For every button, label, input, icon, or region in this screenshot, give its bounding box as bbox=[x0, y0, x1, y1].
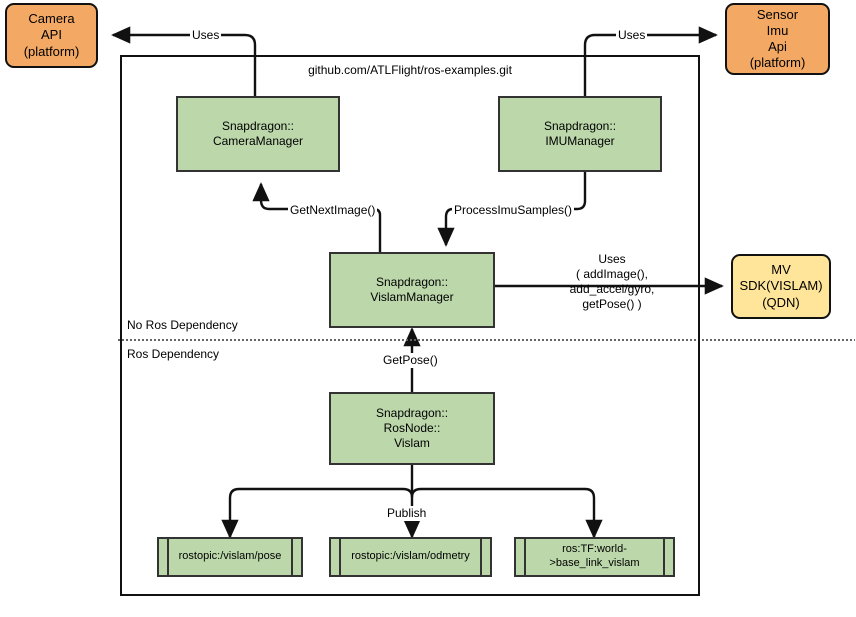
repo-container bbox=[120, 55, 700, 596]
edge-label-uses-imu: Uses bbox=[616, 28, 648, 43]
node-mv-sdk[interactable]: MV SDK(VISLAM) (QDN) bbox=[731, 254, 831, 319]
node-topic-vislam-pose[interactable]: rostopic:/vislam/pose bbox=[157, 537, 303, 577]
edge-label-get-pose: GetPose() bbox=[381, 353, 440, 368]
node-camera-api[interactable]: Camera API (platform) bbox=[5, 3, 98, 68]
edge-label-process-imu-samples: ProcessImuSamples() bbox=[452, 203, 575, 218]
edge-label-get-next-image: GetNextImage() bbox=[288, 203, 378, 218]
zone-label-no-ros-dependency: No Ros Dependency bbox=[127, 318, 238, 332]
node-ros-node-vislam[interactable]: Snapdragon:: RosNode:: Vislam bbox=[329, 392, 495, 465]
edge-label-uses-mv-sdk: Uses ( addImage(), add_accel/gyro, getPo… bbox=[569, 252, 655, 311]
node-camera-manager[interactable]: Snapdragon:: CameraManager bbox=[176, 96, 340, 172]
node-topic-tf-world[interactable]: ros:TF:world- >base_link_vislam bbox=[514, 537, 675, 577]
repo-url-label: github.com/ATLFlight/ros-examples.git bbox=[308, 63, 512, 77]
edge-label-uses-camera: Uses bbox=[190, 28, 222, 43]
node-imu-manager[interactable]: Snapdragon:: IMUManager bbox=[498, 96, 662, 172]
zone-label-ros-dependency: Ros Dependency bbox=[127, 347, 220, 361]
node-vislam-manager[interactable]: Snapdragon:: VislamManager bbox=[329, 252, 495, 328]
node-sensor-imu-api[interactable]: Sensor Imu Api (platform) bbox=[725, 3, 830, 75]
edge-label-publish: Publish bbox=[385, 506, 429, 521]
node-topic-vislam-odometry[interactable]: rostopic:/vislam/odmetry bbox=[329, 537, 492, 577]
